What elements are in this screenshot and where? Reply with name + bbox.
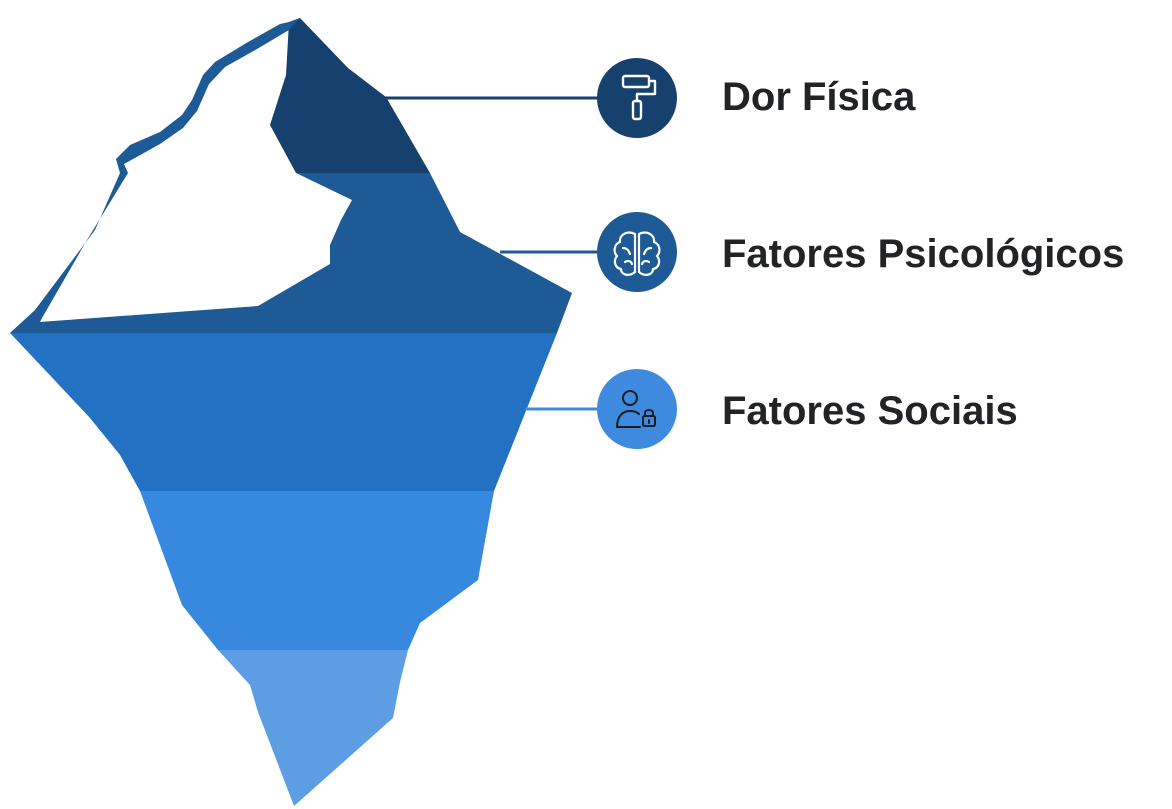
layer-label-fatores-sociais: Fatores Sociais: [722, 389, 1018, 433]
layer-label-dor-fisica: Dor Física: [722, 75, 916, 119]
paint-roller-icon: [597, 58, 677, 138]
layer-label-fatores-psicologicos: Fatores Psicológicos: [722, 232, 1125, 276]
iceberg-outline: [116, 18, 300, 173]
iceberg-layer-5: [218, 650, 408, 806]
iceberg-layer-4: [140, 491, 494, 650]
user-lock-icon: [597, 369, 677, 449]
iceberg-layer-2: [10, 173, 572, 333]
brain-icon: [597, 212, 677, 292]
iceberg-layer-1: [270, 18, 430, 173]
iceberg-layer-3: [10, 333, 557, 491]
